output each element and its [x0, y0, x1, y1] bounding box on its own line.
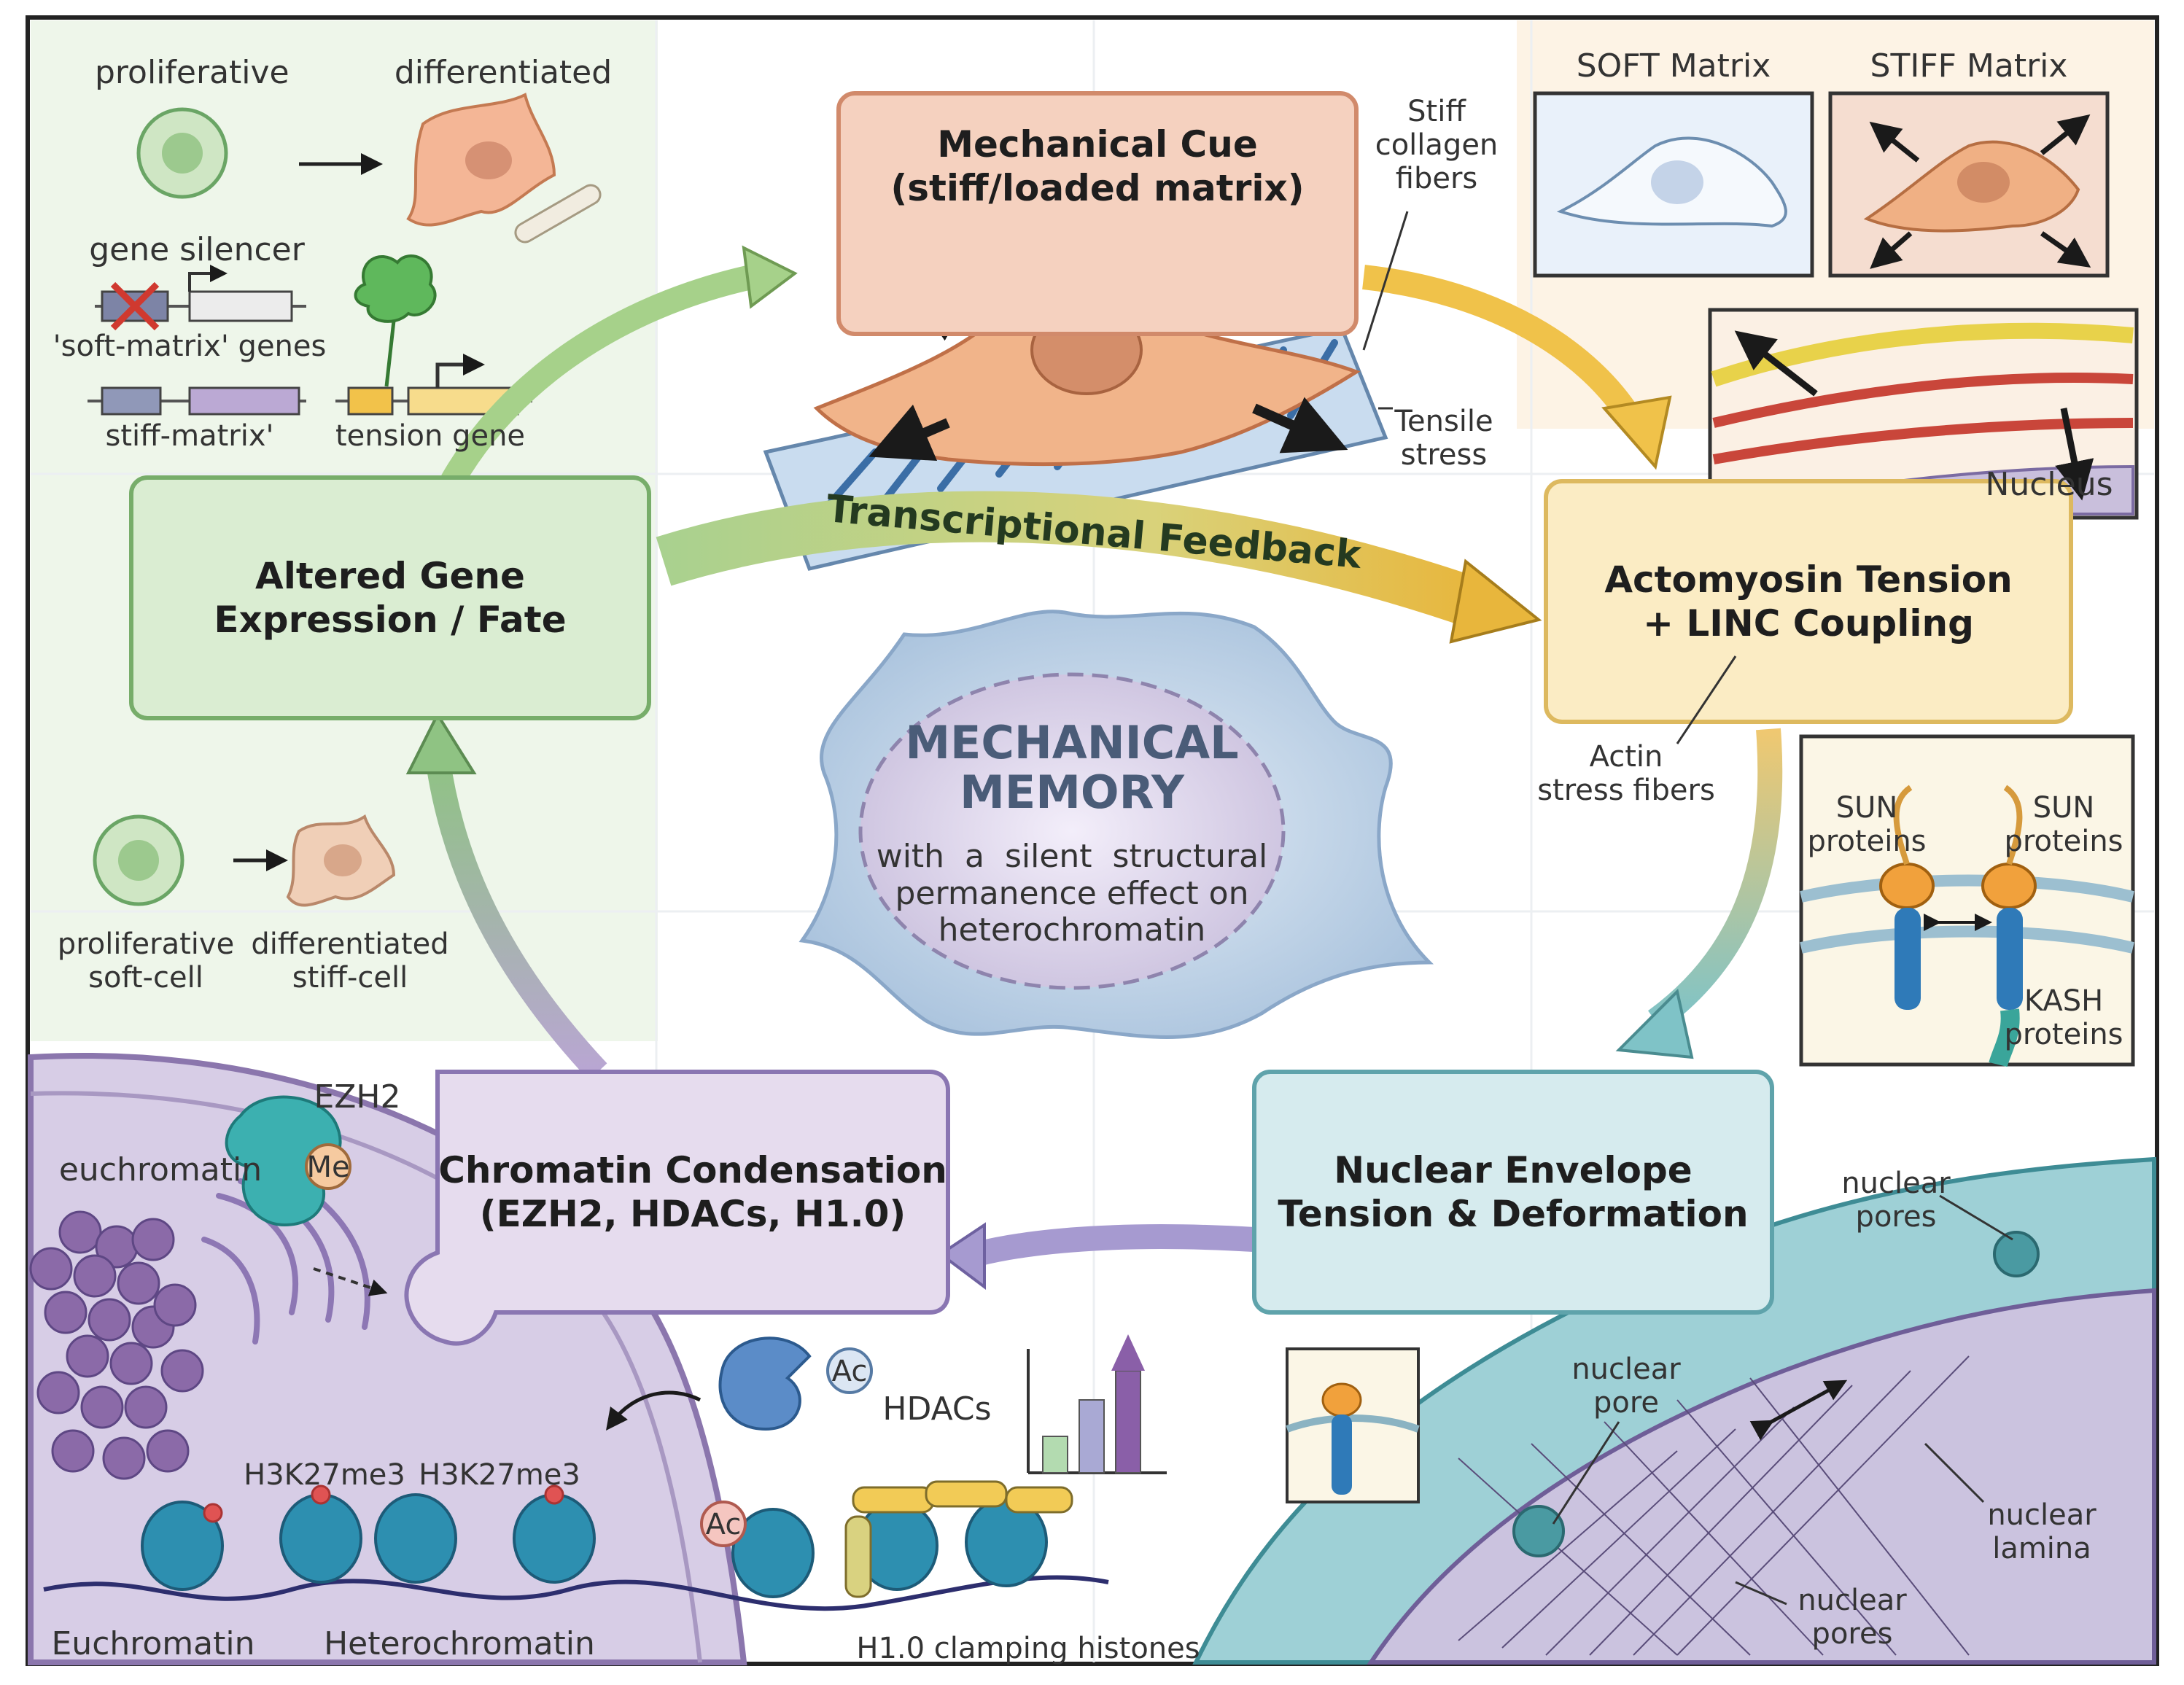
- chromatin-cluster: [29, 1210, 204, 1480]
- gene-expression-title: Altered Gene Expression / Fate: [214, 555, 567, 641]
- label-stiff-matrix: stiff-matrix': [105, 419, 274, 453]
- sun-protein-right: [1981, 863, 2037, 909]
- box-mechanical-cue: [836, 91, 1359, 336]
- dashed-arrow: [313, 1267, 388, 1296]
- label-euchromatin: Euchromatin: [51, 1625, 255, 1662]
- double-arrow-pores: [1749, 1379, 1848, 1441]
- h10-clamp-histones: [844, 1480, 1073, 1598]
- sun-protein-left: [1879, 863, 1935, 909]
- label-soft-matrix-genes: 'soft-matrix' genes: [53, 330, 327, 363]
- label-nuclear-pores-bottom: nuclear pores: [1798, 1584, 1907, 1651]
- nuclear-pore-2: [1512, 1505, 1565, 1557]
- label-kash: KASH proteins: [2004, 984, 2123, 1051]
- label-soft-matrix: SOFT Matrix: [1576, 47, 1771, 85]
- label-euchromatin-top: euchromatin: [58, 1151, 263, 1188]
- nuclear-lamina-mesh: [1458, 1355, 1970, 1656]
- label-me: Me: [306, 1151, 350, 1184]
- label-ac-1: Ac: [705, 1508, 742, 1541]
- box-actomyosin: [1544, 479, 2073, 724]
- hdac-swap-arrow: [605, 1390, 702, 1431]
- label-heterochromatin: Heterochromatin: [324, 1625, 595, 1662]
- label-tensile-stress: Tensile stress: [1394, 405, 1493, 472]
- heterochromatin-bar-chart: [1027, 1334, 1167, 1474]
- label-sun-left: SUN proteins: [1807, 791, 1927, 858]
- acetyl-mark-1: [700, 1501, 747, 1547]
- dna-strand: [43, 1575, 1109, 1611]
- box-gene-expression: [129, 475, 651, 720]
- ezh2-enzyme: [225, 1095, 342, 1227]
- label-actin-fibers: Actin stress fibers: [1537, 740, 1715, 807]
- label-nuclear-pores-top: nuclear pores: [1841, 1167, 1951, 1234]
- methyl-marks: [203, 1484, 564, 1523]
- label-nuclear-pore: nuclear pore: [1571, 1353, 1681, 1420]
- label-stiff-collagen: Stiff collagen fibers: [1375, 95, 1499, 195]
- methyl-group-badge: [305, 1143, 351, 1190]
- mechanical-memory-title: MECHANICAL MEMORY: [905, 716, 1239, 820]
- label-h3k27me3-1: H3K27me3: [244, 1458, 405, 1492]
- label-ac-2: Ac: [831, 1355, 868, 1388]
- acetyl-mark-2: [826, 1347, 873, 1394]
- nuclear-envelope-title: Nuclear Envelope Tension & Deformation: [1278, 1149, 1749, 1235]
- memory-nucleus: [858, 672, 1286, 990]
- label-h10-clamping: H1.0 clamping histones: [856, 1632, 1200, 1665]
- actomyosin-title: Actomyosin Tension + LINC Coupling: [1604, 559, 2013, 645]
- arrow-chromatin-to-gene: [425, 756, 607, 1081]
- label-sun-right: SUN proteins: [2004, 791, 2123, 858]
- nucleosomes: [141, 1493, 1048, 1598]
- label-hdacs: HDACs: [882, 1390, 992, 1428]
- arrow-actomyosin-to-envelope: [1647, 728, 1783, 1031]
- arrow-cue-to-actomyosin: [1362, 265, 1644, 429]
- label-proliferative: proliferative: [95, 54, 289, 91]
- label-gene-silencer: gene silencer: [89, 231, 305, 268]
- nuclear-pore-1: [1993, 1231, 2040, 1277]
- silence-x-icon: [110, 281, 160, 331]
- label-differentiated: differentiated: [394, 54, 613, 91]
- label-nuclear-lamina: nuclear lamina: [1987, 1498, 2096, 1565]
- hdac-enzyme: [718, 1336, 812, 1431]
- label-ezh2: EZH2: [314, 1078, 401, 1116]
- sun-kash-inset: [1799, 734, 2135, 1067]
- label-proliferative-soft-cell: proliferative soft-cell: [57, 927, 235, 995]
- label-nucleus: Nucleus: [1985, 466, 2113, 503]
- box-nuclear-envelope: [1252, 1070, 1774, 1315]
- arrow-gene-to-cue: [441, 265, 754, 488]
- bone-icon: [514, 184, 602, 244]
- label-h3k27me3-2: H3K27me3: [419, 1458, 580, 1492]
- mechanical-memory-subtitle: with a silent structural permanence effe…: [876, 838, 1268, 949]
- arrow-envelope-to-chromatin: [974, 1224, 1255, 1266]
- label-differentiated-stiff-cell: differentiated stiff-cell: [251, 927, 449, 995]
- label-tension-gene: tension gene: [335, 419, 526, 453]
- box-chromatin: [404, 1070, 950, 1346]
- label-stiff-matrix-inset: STIFF Matrix: [1870, 47, 2068, 85]
- arrow-transcriptional-feedback: [656, 491, 1489, 630]
- tension-gene-protein: [354, 254, 437, 323]
- mechanical-cue-title: Mechanical Cue (stiff/loaded matrix): [890, 123, 1305, 209]
- chromatin-title: Chromatin Condensation (EZH2, HDACs, H1.…: [438, 1149, 947, 1235]
